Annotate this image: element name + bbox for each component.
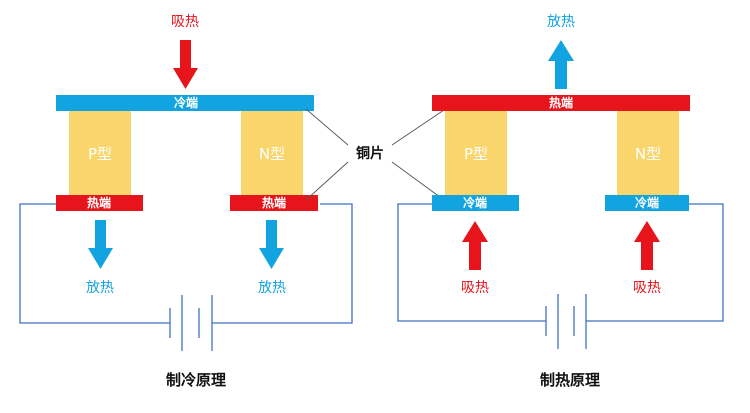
heating-top-plate-label: 热端 [549, 95, 573, 110]
cooling-bottom-arrow-left-icon [88, 220, 113, 269]
cooling-top-label: 吸热 [171, 14, 199, 30]
cooling-top-plate [56, 95, 314, 111]
heating-battery-icon [545, 294, 587, 349]
cooling-caption: 制冷原理 [166, 371, 226, 389]
copper-label: 铜片 [356, 145, 384, 162]
cooling-n-leg-label: N型 [259, 145, 285, 163]
cooling-bottom-plate-left-label: 热端 [87, 195, 111, 210]
copper-pointer-line [305, 161, 349, 201]
cooling-top-arrow-icon [173, 40, 198, 89]
cooling-n-leg [241, 111, 303, 195]
cooling-circuit-wire-right [212, 203, 353, 324]
heating-bottom-plate-right [605, 195, 689, 211]
heating-p-leg-label: P型 [464, 145, 488, 163]
heating-bottom-label-right: 吸热 [633, 280, 661, 296]
heating-top-label: 放热 [547, 14, 575, 30]
cooling-top-plate-label: 冷端 [174, 95, 198, 110]
cooling-bottom-label-right: 放热 [258, 280, 286, 296]
cooling-bottom-plate-right-label: 热端 [262, 195, 286, 210]
copper-pointer-line [391, 109, 445, 146]
heating-circuit-wire-right [586, 203, 724, 322]
cooling-module: P型 N型 冷端 热端 热端 吸热 放热 放热 制冷原理 [19, 14, 353, 389]
cooling-p-leg [69, 111, 131, 195]
heating-bottom-plate-left-label: 冷端 [463, 195, 487, 210]
cooling-bottom-plate-left [56, 195, 143, 211]
copper-pointer-line [305, 108, 349, 146]
copper-pointer-line [391, 161, 445, 201]
cooling-bottom-arrow-right-icon [259, 220, 284, 269]
heating-module: P型 N型 热端 冷端 冷端 放热 吸热 吸热 制热原理 [397, 14, 724, 389]
heating-top-plate [432, 95, 690, 111]
heating-p-leg [445, 111, 507, 195]
cooling-bottom-label-left: 放热 [86, 280, 114, 296]
heating-bottom-plate-left [432, 195, 519, 211]
heating-caption: 制热原理 [540, 371, 600, 389]
heating-bottom-plate-right-label: 冷端 [635, 195, 659, 210]
copper-callout [305, 108, 445, 201]
heating-top-arrow-icon [548, 40, 574, 89]
heating-bottom-arrow-right-icon [634, 221, 660, 270]
heating-bottom-label-left: 吸热 [461, 280, 489, 296]
heating-n-leg [617, 111, 679, 195]
cooling-bottom-plate-right [230, 195, 318, 211]
cooling-circuit-wire [19, 203, 170, 324]
heating-bottom-arrow-left-icon [462, 221, 488, 270]
heating-circuit-wire [397, 203, 546, 322]
heating-n-leg-label: N型 [635, 145, 661, 163]
cooling-p-leg-label: P型 [88, 145, 112, 163]
cooling-battery-icon [169, 295, 213, 351]
